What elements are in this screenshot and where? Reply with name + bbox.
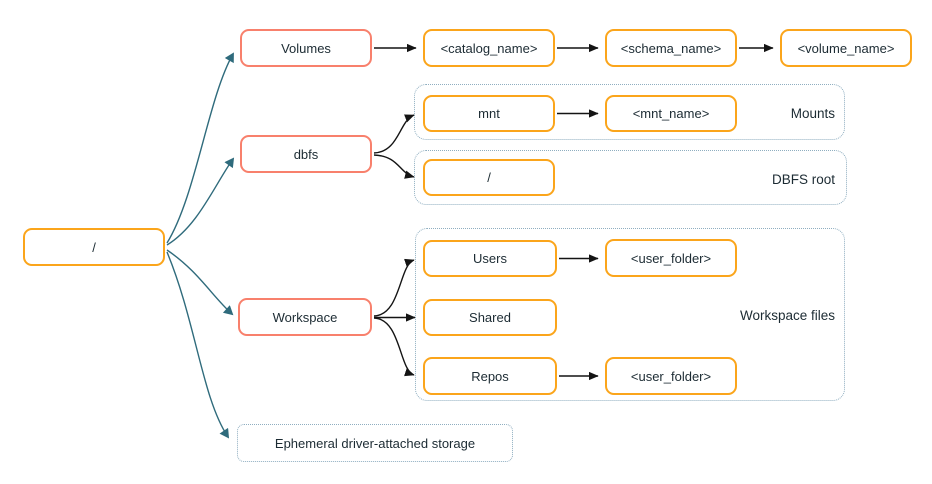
node-workspace: Workspace bbox=[238, 298, 372, 336]
mounts-group-box bbox=[414, 84, 845, 140]
node-ephemeral-storage: Ephemeral driver-attached storage bbox=[237, 424, 513, 462]
node-mnt-name: <mnt_name> bbox=[605, 95, 737, 132]
arrow-dbfs-slash bbox=[373, 154, 415, 179]
node-volumes: Volumes bbox=[240, 29, 372, 67]
arrow-root-dbfs bbox=[166, 159, 233, 246]
node-volume-name: <volume_name> bbox=[780, 29, 912, 67]
node-root: / bbox=[23, 228, 165, 266]
arrow-workspace-users bbox=[373, 258, 415, 317]
mounts-group-label: Mounts bbox=[790, 106, 835, 121]
arrow-root-ephemeral bbox=[166, 251, 228, 437]
dbfs-root-group-label: DBFS root bbox=[771, 172, 835, 187]
node-users-user-folder: <user_folder> bbox=[605, 239, 737, 277]
workspace-files-group-label: Workspace files bbox=[739, 308, 835, 323]
node-catalog-name: <catalog_name> bbox=[423, 29, 555, 67]
node-schema-name: <schema_name> bbox=[605, 29, 737, 67]
node-users: Users bbox=[423, 240, 557, 277]
node-shared: Shared bbox=[423, 299, 557, 336]
arrow-workspace-repos bbox=[373, 317, 415, 377]
arrow-dbfs-mnt bbox=[373, 114, 415, 154]
node-repos: Repos bbox=[423, 357, 557, 395]
node-dbfs-root-slash: / bbox=[423, 159, 555, 196]
node-dbfs: dbfs bbox=[240, 135, 372, 173]
arrow-root-volumes bbox=[166, 54, 233, 244]
node-mnt: mnt bbox=[423, 95, 555, 132]
node-repos-user-folder: <user_folder> bbox=[605, 357, 737, 395]
arrow-root-workspace bbox=[166, 249, 232, 314]
